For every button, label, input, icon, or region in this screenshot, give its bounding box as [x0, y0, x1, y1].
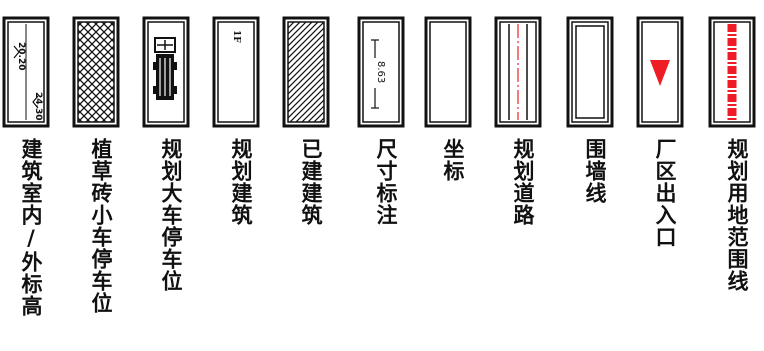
- wall-line-icon: [566, 16, 614, 128]
- planned-building-icon: 1F: [212, 16, 260, 128]
- legend-item-existing-building: 已建建筑: [282, 0, 330, 351]
- dimension-value: 8.63: [375, 61, 386, 83]
- entrance-arrow-icon: [636, 16, 684, 128]
- dimension-line-icon: 8.63: [357, 16, 405, 128]
- legend-item-planned-building: 1F 规划建筑: [212, 0, 260, 351]
- legend-item-factory-entrance: 厂区出入口: [636, 0, 684, 351]
- legend-label: 坐标: [441, 138, 465, 182]
- elevation-mark-icon: 20.20 24.30: [2, 16, 50, 128]
- legend-label: 植草砖小车停车位: [89, 138, 113, 314]
- legend-label: 规划用地范围线: [725, 138, 749, 292]
- legend-item-grass-brick-parking: 植草砖小车停车位: [72, 0, 120, 351]
- legend-item-indoor-outdoor-elevation: 20.20 24.30 建筑室内/外标高: [2, 0, 50, 351]
- legend-item-planned-road: 规划道路: [494, 0, 542, 351]
- legend-item-site-boundary: 规划用地范围线: [708, 0, 756, 351]
- crosshatch-pattern-icon: [72, 16, 120, 128]
- planned-road-icon: [494, 16, 542, 128]
- coordinate-box-icon: [424, 16, 472, 128]
- legend-item-dimension: 8.63 尺寸标注: [357, 0, 405, 351]
- legend-item-coordinate: 坐标: [424, 0, 472, 351]
- legend-label: 规划建筑: [229, 138, 253, 226]
- truck-topview-icon: [142, 16, 190, 128]
- legend-label: 围墙线: [583, 138, 607, 204]
- legend-label: 规划道路: [511, 138, 535, 226]
- elevation-left-value: 20.20: [16, 42, 26, 70]
- legend-label: 厂区出入口: [653, 138, 677, 248]
- boundary-line-icon: [708, 16, 756, 128]
- legend-label: 建筑室内/外标高: [19, 138, 43, 317]
- elevation-right-value: 24.30: [33, 92, 43, 120]
- legend-label: 尺寸标注: [374, 138, 398, 226]
- planned-building-floor-label: 1F: [231, 30, 241, 43]
- legend-label: 规划大车停车位: [159, 138, 183, 292]
- legend-item-truck-parking: 规划大车停车位: [142, 0, 190, 351]
- legend-item-wall-line: 围墙线: [566, 0, 614, 351]
- legend-label: 已建建筑: [299, 138, 323, 226]
- diagonal-hatch-icon: [282, 16, 330, 128]
